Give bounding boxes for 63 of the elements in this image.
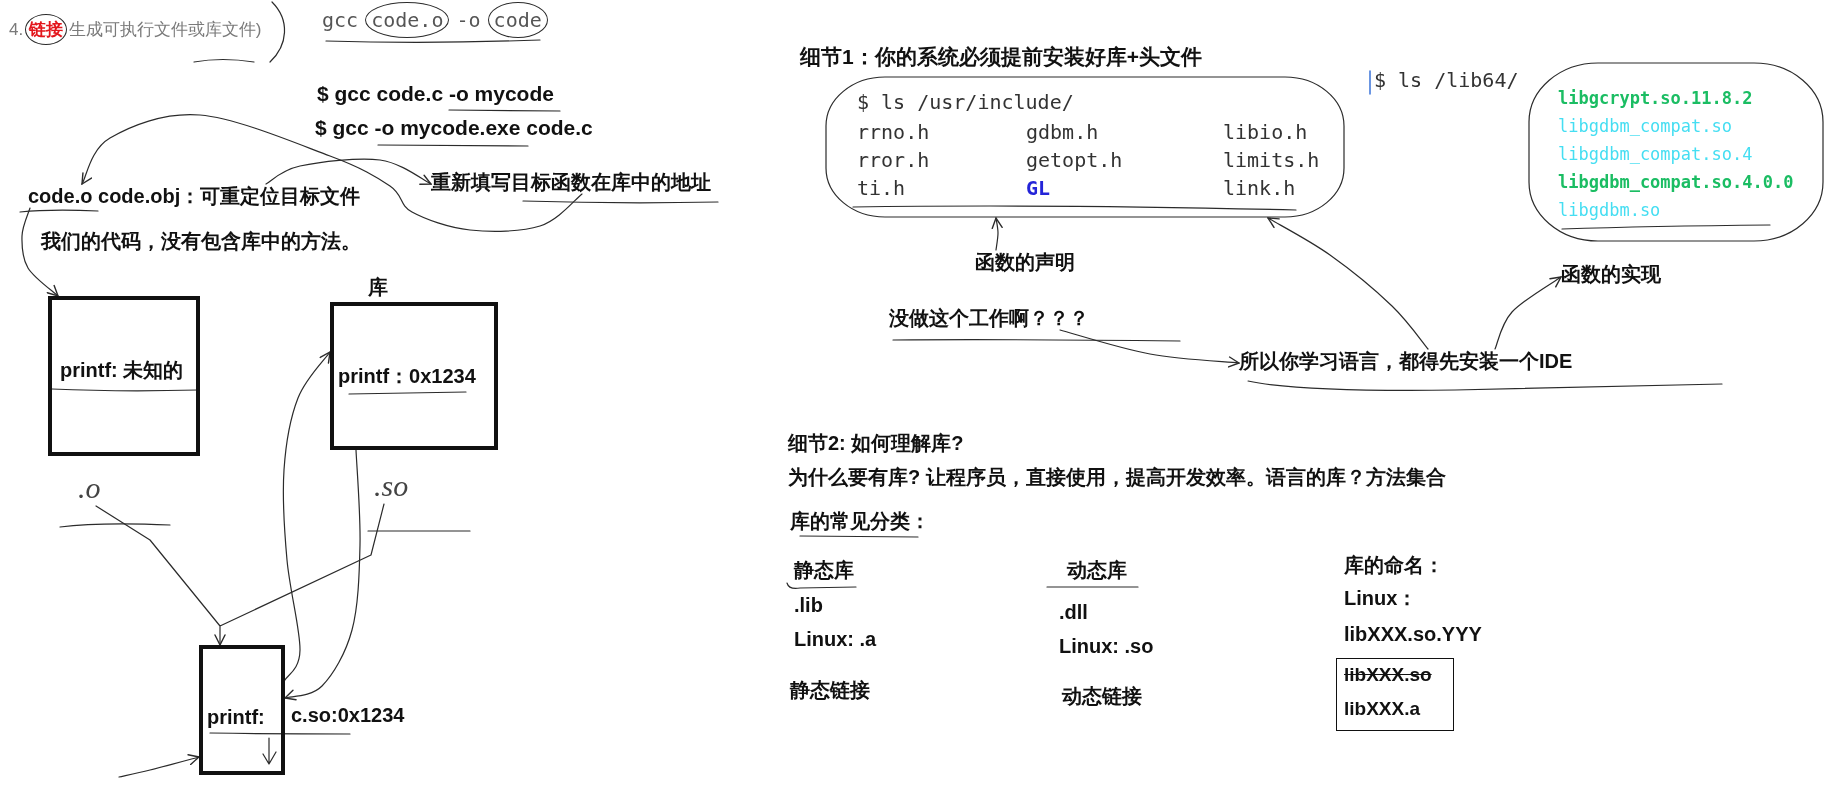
body-text: .dll <box>1059 600 1088 624</box>
arrow <box>1267 217 1429 350</box>
terminal-text: libgdbm_compat.so <box>1558 116 1732 137</box>
terminal-text: libgdbm_compat.so.4 <box>1558 144 1753 165</box>
memory-box <box>48 296 200 456</box>
box-text: libXXX.so <box>1344 664 1432 687</box>
arrow <box>265 158 432 185</box>
note-text: 函数的声明 <box>975 250 1075 274</box>
note-text: 函数的实现 <box>1561 262 1661 286</box>
arrow <box>991 217 1004 251</box>
note-text: 没做这个工作啊？？？ <box>889 306 1089 330</box>
body-text: libXXX.so.YYY <box>1344 622 1482 646</box>
note-text: 重新填写目标函数在库中的地址 <box>431 170 711 194</box>
terminal-text: rror.h <box>857 148 930 172</box>
command-text: gcc code.o -o code <box>315 1 550 39</box>
terminal-text: rrno.h <box>857 120 930 144</box>
column-title: 静态库 <box>794 558 854 582</box>
terminal-text: libgcrypt.so.11.8.2 <box>1558 88 1753 109</box>
body-text: 静态链接 <box>790 678 870 702</box>
terminal-text: $ ls /usr/include/ <box>857 90 1074 114</box>
section-title: 库的常见分类： <box>790 509 930 533</box>
terminal-text: limits.h <box>1223 148 1320 172</box>
terminal-text: GL <box>1026 176 1051 200</box>
body-text: .lib <box>794 593 823 617</box>
terminal-text: libio.h <box>1223 120 1308 144</box>
terminal-text: $ ls /lib64/ <box>1374 68 1519 92</box>
column-title: 库的命名： <box>1344 553 1444 577</box>
naming-box <box>1336 658 1454 731</box>
arrow <box>118 754 200 778</box>
note-text: 所以你学习语言，都得先安装一个IDE <box>1239 349 1573 373</box>
terminal-text: libgdbm_compat.so.4.0.0 <box>1558 172 1794 193</box>
body-text: 为什么要有库? 让程序员，直接使用，提高开发效率。语言的库？方法集合 <box>788 465 1446 489</box>
arrow <box>1059 329 1240 368</box>
heading-text: 4. 链接 生成可执行文件或库文件) <box>2 13 269 48</box>
body-text: Linux： <box>1344 586 1418 610</box>
body-text: 动态链接 <box>1062 684 1142 708</box>
arrow <box>282 351 331 681</box>
arrow <box>81 114 583 232</box>
note-text: c.so:0x1234 <box>291 703 405 727</box>
terminal-text: link.h <box>1223 176 1296 200</box>
body-text: Linux: .a <box>794 627 877 651</box>
box-title: 库 <box>368 275 388 299</box>
column-title: 动态库 <box>1067 558 1127 582</box>
box-text: printf：0x1234 <box>338 364 476 388</box>
handwritten-label: .so <box>374 468 409 504</box>
arrow <box>1494 276 1562 350</box>
arrow <box>284 449 361 702</box>
box-text: libXXX.a <box>1344 698 1421 721</box>
memory-box <box>199 645 285 775</box>
terminal-text: ti.h <box>857 176 906 200</box>
terminal-text: getopt.h <box>1026 148 1123 172</box>
terminal-text: gdbm.h <box>1026 120 1099 144</box>
note-text: code.o code.obj：可重定位目标文件 <box>28 184 361 208</box>
handwritten-label: .o <box>78 470 101 506</box>
box-text: printf: <box>207 705 265 729</box>
section-title: 细节2: 如何理解库? <box>788 431 964 455</box>
arrow <box>21 207 59 297</box>
command-text: $ gcc -o mycode.exe code.c <box>315 115 593 141</box>
command-text: $ gcc code.c -o mycode <box>317 81 554 107</box>
box-text: printf: 未知的 <box>60 358 184 382</box>
body-text: Linux: .so <box>1059 634 1154 658</box>
terminal-text: libgdbm.so <box>1558 200 1661 221</box>
note-text: 我们的代码，没有包含库中的方法。 <box>41 229 361 253</box>
